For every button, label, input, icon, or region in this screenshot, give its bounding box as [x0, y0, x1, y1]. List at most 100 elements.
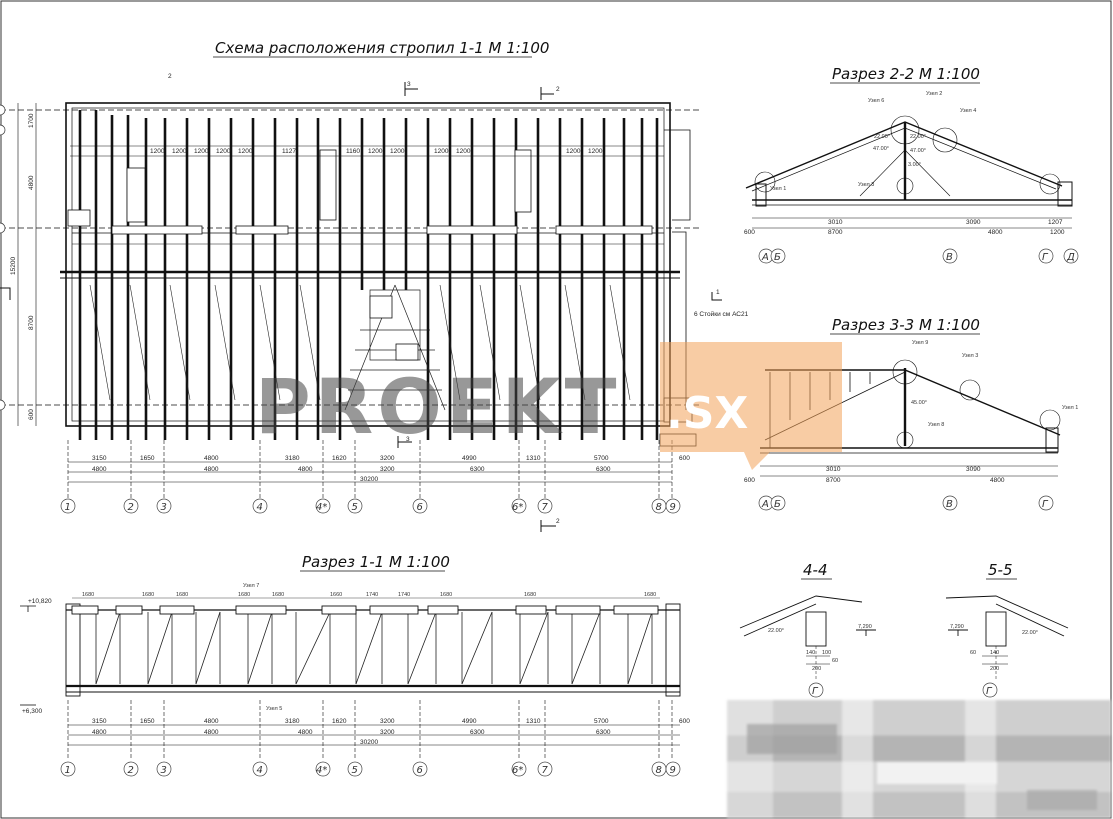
- watermark-text: PROEKT: [255, 362, 620, 451]
- axis-label: Б: [774, 252, 781, 263]
- axis-label: 2: [128, 502, 134, 513]
- spacing-label: 1200: [194, 148, 209, 155]
- axis-label: Д: [1066, 252, 1075, 263]
- dim-label: 600: [744, 477, 755, 484]
- angle-label: 45.00°: [911, 400, 927, 406]
- spacing-label: 1200: [238, 148, 253, 155]
- span-label: 1310: [526, 455, 541, 462]
- angle-label: 22.00°: [910, 134, 926, 140]
- left-dim: 1700: [28, 113, 35, 128]
- span-label: 4800: [92, 466, 107, 473]
- node-label: Узел 3: [858, 182, 874, 188]
- spacing-label: 1200: [588, 148, 603, 155]
- span-label: 3200: [380, 455, 395, 462]
- axis-label: 6: [417, 502, 423, 513]
- angle-label: 22.00°: [874, 134, 890, 140]
- dim-label: 200: [812, 666, 821, 672]
- left-dim: 8700: [28, 315, 35, 330]
- dim-label: 200: [990, 666, 999, 672]
- total-label: 30200: [360, 739, 378, 746]
- axis-label: Б: [774, 499, 781, 510]
- dim-label: 140: [990, 650, 999, 656]
- angle-label: 47.00°: [910, 148, 926, 154]
- width-label: 1680: [440, 592, 452, 598]
- span-label: 3180: [285, 455, 300, 462]
- axis-label: 6*: [512, 502, 523, 513]
- level-label: 7,290: [858, 624, 872, 630]
- dim-label: 8700: [826, 477, 841, 484]
- width-label: 1740: [366, 592, 378, 598]
- span-label: 5700: [594, 455, 609, 462]
- span-label: 5700: [594, 718, 609, 725]
- width-label: 1680: [644, 592, 656, 598]
- axis-label: 6*: [512, 765, 523, 776]
- dim-label: 60: [832, 658, 838, 664]
- angle-label: 22.00°: [768, 628, 784, 634]
- dim-label: 1200: [1050, 229, 1065, 236]
- axis-label: 7: [542, 502, 549, 513]
- rafter-lines: [78, 110, 659, 440]
- axis-label: 3: [161, 765, 167, 776]
- node-label: Узел 1: [1062, 405, 1078, 411]
- dim-label: 1207: [1048, 219, 1063, 226]
- width-label: 1680: [176, 592, 188, 598]
- node-label: Узел 2: [926, 91, 942, 97]
- watermark: PROEKT .SX: [255, 342, 842, 470]
- angle-label: 3.00°: [908, 162, 921, 168]
- span-label: 1650: [140, 455, 155, 462]
- width-label: 1660: [330, 592, 342, 598]
- angle-label: 47.00°: [873, 146, 889, 152]
- dim-label: 8700: [828, 229, 843, 236]
- span-label: 6300: [596, 466, 611, 473]
- node-label: Узел 3: [962, 353, 978, 359]
- node-label: Узел 8: [928, 422, 944, 428]
- span-label: 4800: [298, 466, 313, 473]
- angle-label: 22.00°: [1022, 630, 1038, 636]
- section-3-3: Разрез 3-3 М 1:100 Узел 9 Узел 3 Узел 1 …: [744, 316, 1078, 511]
- rafter-spacing-labels: 1200 1200 1200 1200 1200 1127 1160 1200 …: [150, 148, 603, 155]
- dim-label: 3010: [826, 466, 841, 473]
- node-label: Узел 7: [243, 583, 259, 589]
- axis-label: 4*: [316, 502, 327, 513]
- span-label: 1310: [526, 718, 541, 725]
- rafter-plan: Схема расположения стропил 1-1 М 1:100: [0, 39, 749, 532]
- section44-title: 4-4: [803, 561, 828, 579]
- section-4-4: 4-4 22.00° 7,290 140 100 60 200 Г: [739, 561, 876, 698]
- level-bottom: +6,300: [22, 708, 42, 715]
- axis-label: В: [946, 252, 953, 263]
- width-label: 1680: [82, 592, 94, 598]
- span-label: 3150: [92, 718, 107, 725]
- axis-label: 5: [352, 765, 358, 776]
- plan-axes: 1 2 3 4 4* 5 6 6* 7 8 9: [60, 498, 681, 514]
- axis-label: 5: [352, 502, 358, 513]
- axis-label: А: [761, 499, 769, 510]
- axis-label: Г: [1042, 252, 1049, 263]
- span-label: 4800: [204, 466, 219, 473]
- left-dim: 4800: [28, 175, 35, 190]
- span-label: 3200: [380, 718, 395, 725]
- section22-title: Разрез 2-2 М 1:100: [832, 65, 980, 83]
- span-label: 4800: [92, 729, 107, 736]
- dim-label: 600: [744, 229, 755, 236]
- span-label: 4990: [462, 718, 477, 725]
- section55-title: 5-5: [988, 561, 1013, 579]
- dim-label: 60: [970, 650, 976, 656]
- dim-label: 3090: [966, 219, 981, 226]
- section-mark: 2: [556, 518, 560, 525]
- section-mark: 1: [716, 289, 720, 296]
- span-label: 1650: [140, 718, 155, 725]
- span-label: 4800: [298, 729, 313, 736]
- node-label: Узел 6: [868, 98, 884, 104]
- plan-title: Схема расположения стропил 1-1 М 1:100: [215, 39, 549, 57]
- section-mark: 3: [406, 436, 410, 443]
- section11-axes: 1 2 3 4 4* 5 6 6* 7 8 9: [60, 761, 681, 777]
- axis-label: 6: [417, 765, 423, 776]
- axis-label: 9: [670, 502, 676, 513]
- span-label: 6300: [596, 729, 611, 736]
- axis-label: 9: [670, 765, 676, 776]
- node-label: Узел 5: [266, 706, 282, 712]
- section-mark: 3: [407, 81, 411, 88]
- axis-label: Г: [986, 686, 993, 697]
- axis-label: 2: [128, 765, 134, 776]
- dim-label: 4800: [990, 477, 1005, 484]
